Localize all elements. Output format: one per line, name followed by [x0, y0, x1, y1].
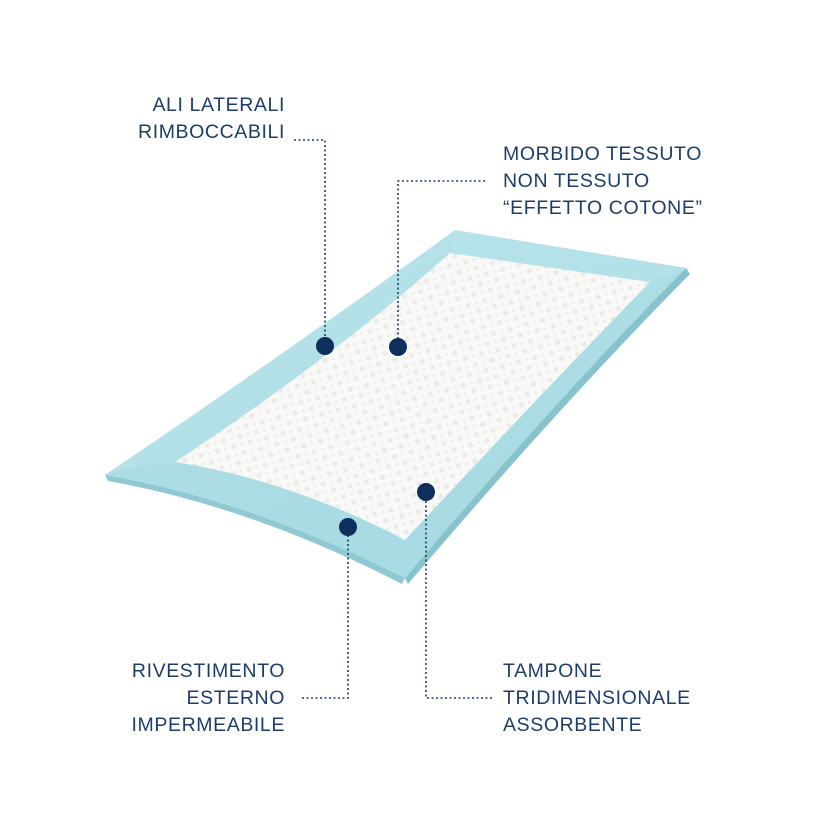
- callout-line: ASSORBENTE: [503, 714, 643, 736]
- leader-morbido-tessuto: [397, 180, 485, 347]
- callout-line: MORBIDO TESSUTO: [503, 143, 702, 165]
- side-wing-bottom: [105, 462, 405, 578]
- callout-morbido-tessuto: MORBIDO TESSUTO NON TESSUTO “EFFETTO COT…: [503, 141, 703, 222]
- callout-ali-laterali: ALI LATERALI RIMBOCCABILI: [138, 92, 285, 146]
- side-wing-top: [450, 230, 686, 282]
- leader-tampone: [425, 492, 492, 699]
- callout-line: “EFFETTO COTONE”: [503, 197, 703, 219]
- marker-dot-ali-laterali: [316, 337, 334, 355]
- pad-absorbent-core: [175, 253, 650, 540]
- callout-rivestimento: RIVESTIMENTO ESTERNO IMPERMEABILE: [132, 658, 286, 739]
- callout-tampone: TAMPONE TRIDIMENSIONALE ASSORBENTE: [503, 658, 691, 739]
- callout-line: RIVESTIMENTO: [131, 660, 285, 682]
- marker-dot-rivestimento: [339, 518, 357, 536]
- callout-line: IMPERMEABILE: [131, 714, 285, 736]
- callout-line: ALI LATERALI: [152, 94, 285, 116]
- pad-bottom-edge: [105, 475, 405, 584]
- callout-line: TRIDIMENSIONALE: [503, 687, 691, 709]
- callout-line: NON TESSUTO: [503, 170, 650, 192]
- callout-line: ESTERNO: [186, 687, 285, 709]
- callout-line: TAMPONE: [503, 660, 603, 682]
- leader-rivestimento: [302, 527, 349, 699]
- callout-line: RIMBOCCABILI: [138, 121, 285, 143]
- leader-ali-laterali: [294, 139, 326, 346]
- marker-dot-morbido-tessuto: [389, 338, 407, 356]
- pad-edge-shadow: [405, 268, 690, 584]
- marker-dot-tampone: [417, 483, 435, 501]
